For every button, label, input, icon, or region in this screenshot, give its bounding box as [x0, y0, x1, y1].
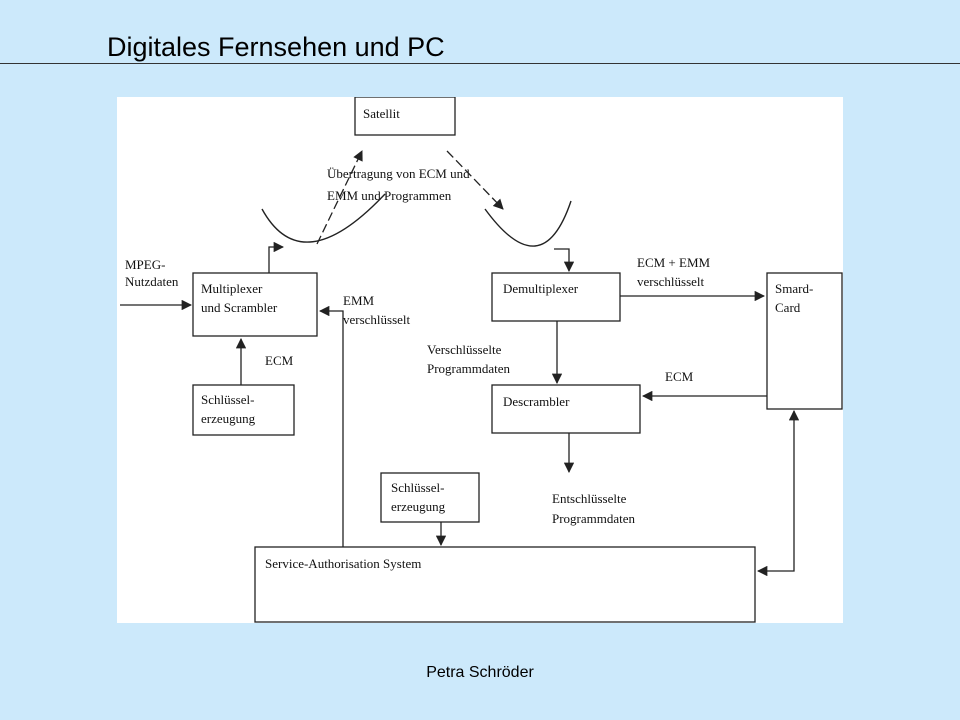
key-gen-center-box: [380, 472, 480, 523]
receiving-dish-icon: [484, 200, 572, 247]
decrypted-program-line1: Entschlüsselte: [552, 491, 627, 506]
descrambler-box: [491, 384, 641, 434]
satellite-label: Satellit: [363, 106, 400, 121]
emm-to-mux-arrow: [318, 305, 344, 547]
dish-to-demux-arrow: [554, 248, 575, 273]
smart-card-box: [766, 272, 843, 410]
mpeg-label-line1: MPEG-: [125, 257, 165, 272]
key-gen-left-box: [192, 384, 295, 436]
transmission-label-line2: EMM und Programmen: [327, 188, 452, 203]
multiplexer-box: [192, 272, 318, 337]
mpeg-label-line2: Nutzdaten: [125, 274, 179, 289]
ecm-emm-label-line2: verschlüsselt: [637, 274, 705, 289]
ecm-left-label: ECM: [265, 353, 294, 368]
decrypted-program-line2: Programmdaten: [552, 511, 636, 526]
key-gen-left-line2: erzeugung: [201, 411, 256, 426]
smart-card-label-line2: Card: [775, 300, 801, 315]
sas-smartcard-link: [756, 409, 800, 577]
satellite-box: [354, 97, 456, 136]
encrypted-program-line2: Programmdaten: [427, 361, 511, 376]
transmission-label-line1: Übertragung von ECM und: [327, 166, 470, 181]
emm-label-line1: EMM: [343, 293, 375, 308]
smart-card-label-line1: Smard-: [775, 281, 813, 296]
slide-title: Digitales Fernsehen und PC: [107, 32, 445, 62]
downlink-arrow: [446, 150, 504, 210]
sas-label: Service-Authorisation System: [265, 556, 421, 571]
mux-to-dish-arrow: [268, 241, 285, 273]
sas-box: [254, 546, 756, 623]
diagram-panel: Satellit Übertragung von ECM und EMM und…: [117, 97, 843, 623]
title-divider: [0, 63, 960, 64]
key-gen-center-line2: erzeugung: [391, 499, 446, 514]
encrypted-program-line1: Verschlüsselte: [427, 342, 502, 357]
uplink-arrow: [316, 150, 363, 245]
emm-label-line2: verschlüsselt: [343, 312, 411, 327]
ecm-right-label: ECM: [665, 369, 694, 384]
key-gen-left-line1: Schlüssel-: [201, 392, 254, 407]
multiplexer-label-line1: Multiplexer: [201, 281, 263, 296]
footer-author: Petra Schröder: [426, 664, 534, 681]
multiplexer-label-line2: und Scrambler: [201, 300, 278, 315]
descrambler-label: Descrambler: [503, 394, 570, 409]
demultiplexer-label: Demultiplexer: [503, 281, 579, 296]
demultiplexer-box: [491, 272, 621, 322]
conditional-access-diagram: Satellit Übertragung von ECM und EMM und…: [120, 97, 843, 623]
ecm-emm-label-line1: ECM + EMM: [637, 255, 711, 270]
sending-dish-icon: [261, 193, 386, 243]
key-gen-center-line1: Schlüssel-: [391, 480, 444, 495]
